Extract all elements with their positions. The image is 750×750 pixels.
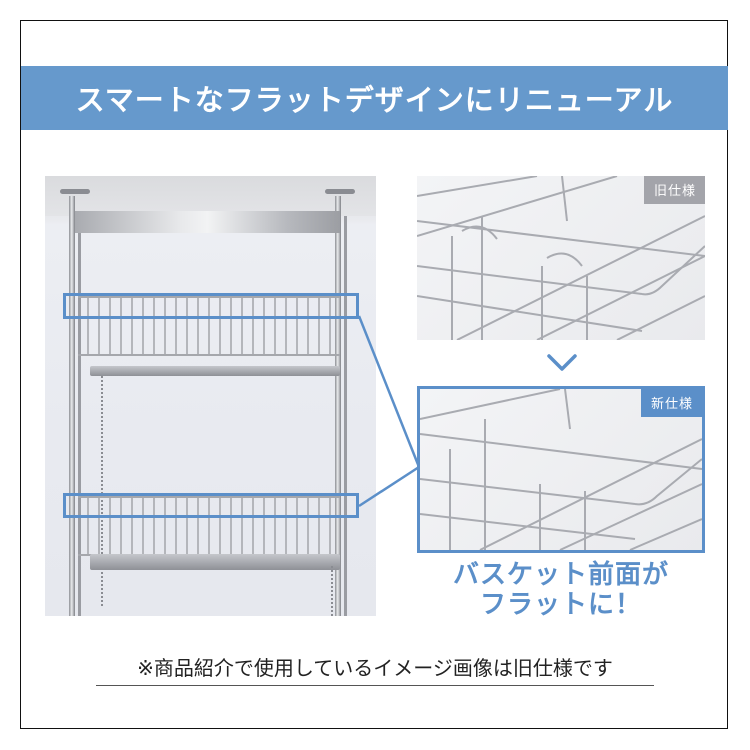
title-banner: スマートなフラットデザインにリニューアル xyxy=(21,66,728,130)
upper-basket xyxy=(78,296,340,356)
lower-basket xyxy=(78,496,340,556)
lower-drip-tray xyxy=(90,554,340,570)
basket-wires-old xyxy=(417,176,705,340)
old-spec-photo: 旧仕様 xyxy=(417,176,705,340)
banner-title: スマートなフラットデザインにリニューアル xyxy=(75,83,674,117)
pole-cap-left xyxy=(60,189,90,194)
chain-left xyxy=(101,376,103,606)
pole-inner-left xyxy=(78,216,81,616)
upper-drip-tray xyxy=(90,366,340,376)
pole-inner-right xyxy=(344,216,347,616)
highlight-lower-basket xyxy=(63,493,359,518)
caption-line-1: バスケット前面が xyxy=(452,560,669,590)
caption-line-2: フラットに！ xyxy=(479,590,642,620)
basket-wires-new xyxy=(420,389,702,550)
highlight-upper-basket xyxy=(63,293,359,319)
ceiling xyxy=(45,176,376,216)
new-spec-label: 新仕様 xyxy=(640,389,702,417)
old-spec-label: 旧仕様 xyxy=(643,176,705,204)
new-spec-photo: 新仕様 xyxy=(417,386,705,553)
top-shelf-bar xyxy=(75,211,340,233)
feature-caption: バスケット前面が フラットに！ xyxy=(417,560,705,620)
chevron-down-icon xyxy=(547,354,577,371)
chain-right xyxy=(331,566,333,616)
pole-cap-right xyxy=(325,189,355,194)
image-disclaimer: ※商品紹介で使用しているイメージ画像は旧仕様です xyxy=(96,652,654,686)
pole-right xyxy=(335,196,341,616)
rack-product-photo xyxy=(45,176,376,616)
pole-left xyxy=(69,196,75,616)
